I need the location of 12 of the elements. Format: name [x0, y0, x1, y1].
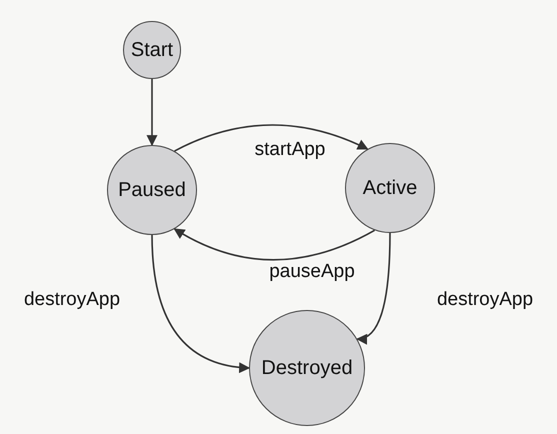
- edge-label: destroyApp: [22, 289, 122, 311]
- state-name: Start: [130, 38, 174, 62]
- state-name: Destroyed: [261, 356, 353, 380]
- arrow: [146, 79, 158, 146]
- arrow: [174, 124, 368, 152]
- arrow: [356, 232, 391, 344]
- state-name: Active: [362, 176, 418, 200]
- edge-label: startApp: [252, 139, 328, 161]
- state-name: Paused: [118, 178, 186, 202]
- arrow: [151, 234, 250, 373]
- edge-label: destroyApp: [434, 289, 536, 311]
- arrow: [174, 228, 375, 261]
